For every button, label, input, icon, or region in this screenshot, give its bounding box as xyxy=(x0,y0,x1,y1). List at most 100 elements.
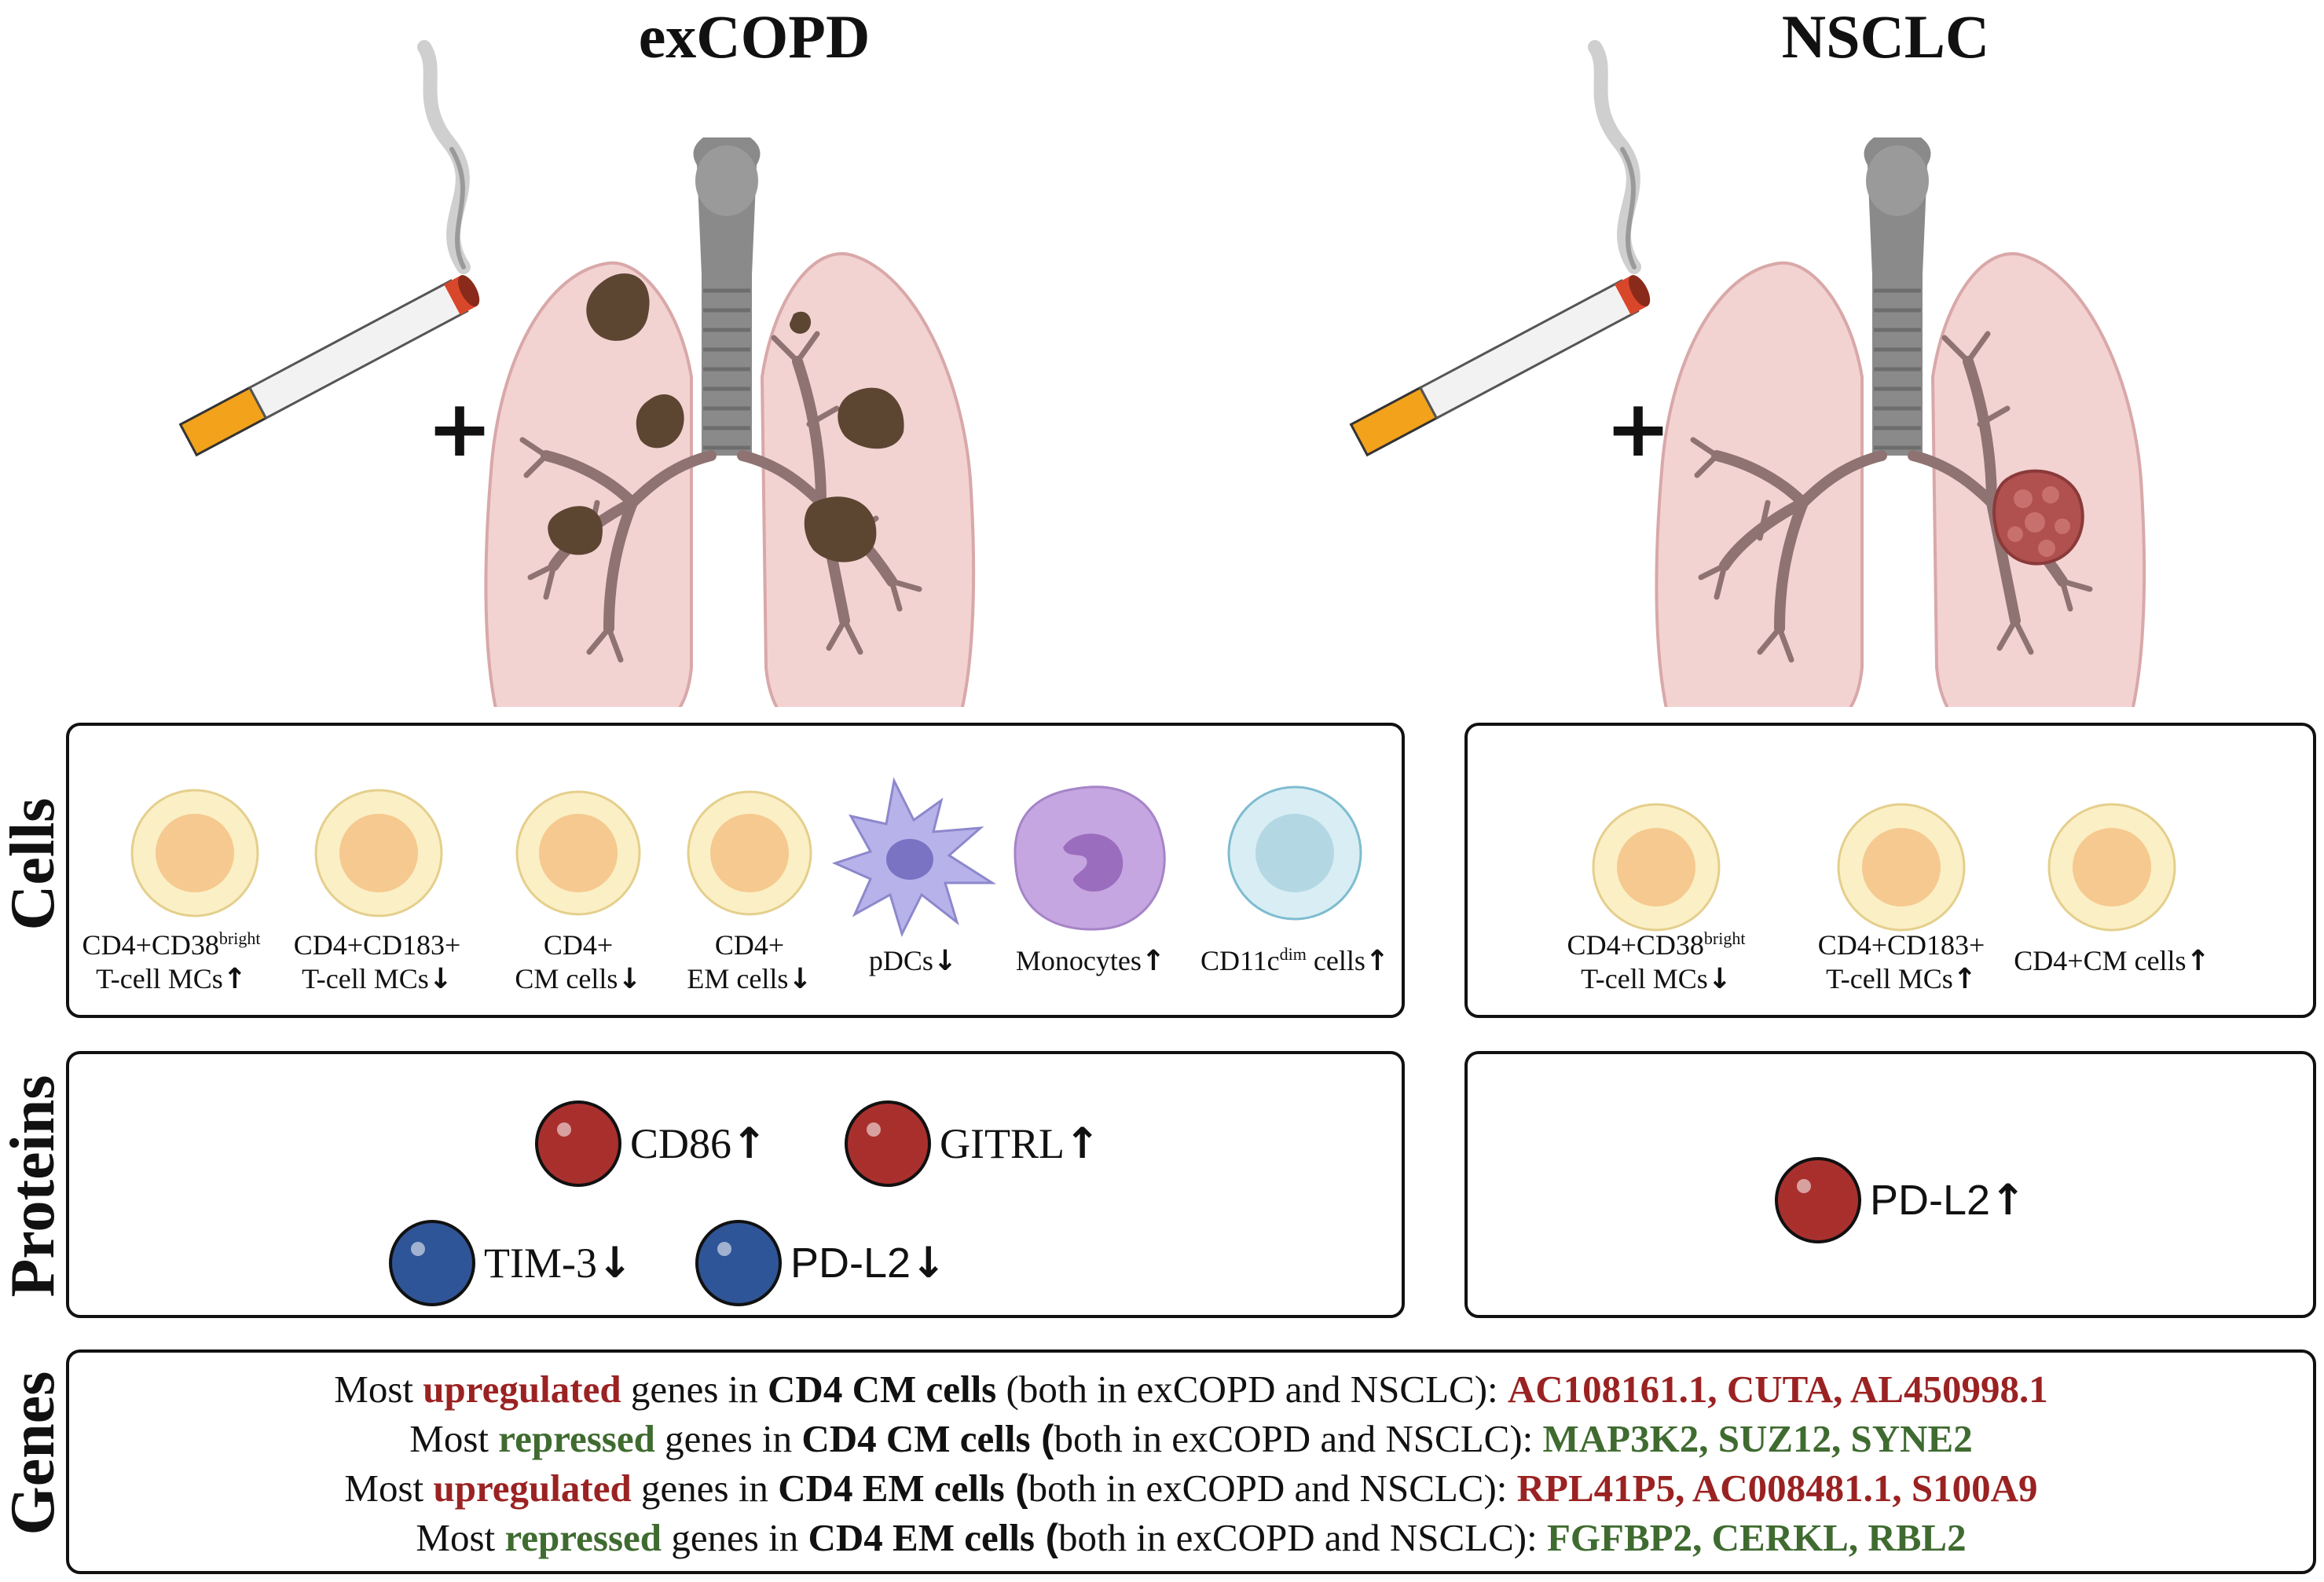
gene-list: FGFBP2, CERKL, RBL2 xyxy=(1546,1516,1967,1559)
cell-label-superscript: dim xyxy=(1279,944,1307,964)
down-arrow-icon: ↓ xyxy=(1707,963,1732,996)
cell-label-line: T-cell MCs↓ xyxy=(294,962,461,996)
gene-text: ( xyxy=(1004,1467,1028,1510)
cell-label-line: CM cells↓ xyxy=(515,962,641,996)
cell-label-text: T-cell MCs xyxy=(302,963,429,995)
cell-label-line: CD4+CD183+ xyxy=(294,928,461,962)
nsclc-cell-icons xyxy=(1592,803,2176,932)
protein-label: TIM-3↓ xyxy=(484,1240,632,1287)
up-arrow-icon: ↑ xyxy=(1952,963,1977,996)
up-arrow-icon: ↑ xyxy=(731,1119,768,1168)
protein-name: CD86 xyxy=(630,1120,732,1167)
gene-list: AC108161.1, CUTA, AL450998.1 xyxy=(1507,1368,2048,1411)
title-nsclc: NSCLC xyxy=(1781,2,1990,71)
cell-label-line: EM cells↓ xyxy=(687,962,812,996)
cell-label-line: CD11cdim cells↑ xyxy=(1200,944,1389,978)
cell-label: CD4+CM cells↑ xyxy=(2014,944,2209,978)
cell-label-line: T-cell MCs↑ xyxy=(82,962,261,996)
excopd-cell-icons xyxy=(130,777,1362,938)
protein-label: GITRL↑ xyxy=(940,1119,1101,1168)
tcell-icon xyxy=(515,790,641,916)
tcell-icon xyxy=(2047,803,2176,932)
cell-label-line: Monocytes↑ xyxy=(1016,944,1165,978)
regulation-keyword: repressed xyxy=(504,1516,662,1559)
down-arrow-icon: ↓ xyxy=(428,963,453,996)
tcell-icon xyxy=(687,790,812,916)
tcell-icon xyxy=(314,789,443,917)
protein-sphere-icon xyxy=(1775,1157,1861,1243)
cell-label-text: CD4+CD183+ xyxy=(293,929,461,961)
gene-text: genes in xyxy=(621,1368,768,1411)
cell-label-superscript: bright xyxy=(1703,928,1746,948)
cell-label-text: CD4+CM cells xyxy=(2014,945,2187,976)
tcell-icon xyxy=(1592,803,1721,932)
up-arrow-icon: ↑ xyxy=(2186,945,2210,977)
gene-line: Most upregulated genes in CD4 CM cells (… xyxy=(69,1370,2313,1408)
gene-text: ( xyxy=(1035,1517,1058,1559)
gene-text: ( xyxy=(996,1368,1019,1411)
nsclc-proteins-box: PD-L2↑ xyxy=(1464,1051,2316,1318)
cell-label-text: T-cell MCs xyxy=(1581,963,1708,995)
down-arrow-icon: ↓ xyxy=(618,963,642,996)
gene-text: genes in xyxy=(662,1516,808,1559)
gene-line: Most upregulated genes in CD4 EM cells (… xyxy=(69,1469,2313,1508)
cell-label-line: CD4+CD183+ xyxy=(1818,928,1985,962)
cell-label: CD4+CM cells↓ xyxy=(515,928,641,996)
cell-label-line: CD4+CM cells↑ xyxy=(2014,944,2209,978)
cell-label-text: CD4+CD38 xyxy=(82,929,219,961)
row-label-proteins: Proteins xyxy=(0,1075,68,1298)
gene-text: both in exCOPD and NSCLC): xyxy=(1054,1417,1543,1460)
protein-name: TIM-3 xyxy=(484,1240,597,1287)
gene-list: MAP3K2, SUZ12, SYNE2 xyxy=(1542,1417,1973,1460)
plus-sign-right: + xyxy=(1605,383,1671,474)
cell-label: Monocytes↑ xyxy=(1016,944,1165,978)
row-label-genes: Genes xyxy=(0,1371,68,1536)
protein-name: PD-L2 xyxy=(790,1240,911,1287)
cell-label-superscript: bright xyxy=(218,928,261,948)
cell-label: pDCs↓ xyxy=(869,944,957,978)
cell-label-line: T-cell MCs↑ xyxy=(1818,962,1985,996)
gene-list: RPL41P5, AC008481.1, S100A9 xyxy=(1516,1467,2038,1510)
cell-type-name: CD4 CM cells xyxy=(801,1417,1031,1460)
gene-line: Most repressed genes in CD4 CM cells (bo… xyxy=(69,1419,2313,1459)
cell-label-text: cells xyxy=(1306,945,1365,976)
illustrations: + + xyxy=(0,0,2324,707)
up-arrow-icon: ↑ xyxy=(1141,945,1166,977)
cell-label-text: CD4+CD183+ xyxy=(1817,929,1985,961)
up-arrow-icon: ↑ xyxy=(1365,945,1390,977)
cell-label-line: CD4+ xyxy=(515,928,641,962)
cell-label-text: CD4+ xyxy=(543,929,614,961)
protein-label: CD86↑ xyxy=(630,1119,768,1168)
cell-label-text: CD4+ xyxy=(714,929,785,961)
cell-label: CD4+EM cells↓ xyxy=(687,928,812,996)
genes-box: Most upregulated genes in CD4 CM cells (… xyxy=(66,1349,2316,1574)
up-arrow-icon: ↑ xyxy=(1064,1119,1101,1168)
plus-sign-left: + xyxy=(427,383,493,474)
cell-label-text: CM cells xyxy=(515,963,618,995)
up-arrow-icon: ↑ xyxy=(222,963,247,996)
excopd-proteins-box: CD86↑GITRL↑TIM-3↓PD-L2↓ xyxy=(66,1051,1405,1318)
cell-label-line: CD4+CD38bright xyxy=(82,928,261,962)
cell-label-text: T-cell MCs xyxy=(96,963,223,995)
protein-sphere-icon xyxy=(695,1220,782,1306)
cell-label-text: Monocytes xyxy=(1015,945,1142,976)
regulation-keyword: repressed xyxy=(498,1417,655,1460)
cell-type-name: CD4 EM cells xyxy=(778,1467,1005,1510)
protein-label: PD-L2↓ xyxy=(790,1240,946,1287)
row-label-cells: Cells xyxy=(0,797,68,931)
cell-label-line: pDCs↓ xyxy=(869,944,957,978)
down-arrow-icon: ↓ xyxy=(911,1238,947,1287)
protein-name: GITRL xyxy=(940,1120,1065,1167)
gene-text: ( xyxy=(1030,1418,1054,1460)
cell-label: CD4+CD183+T-cell MCs↑ xyxy=(1818,928,1985,996)
cell-label-text: EM cells xyxy=(687,963,789,995)
tcell-icon xyxy=(1837,803,1966,932)
protein-label: PD-L2↑ xyxy=(1870,1179,2025,1222)
cell-type-name: CD4 EM cells xyxy=(808,1516,1036,1559)
gene-text: Most xyxy=(344,1467,434,1510)
cell-label-line: T-cell MCs↓ xyxy=(1567,962,1746,996)
regulation-keyword: upregulated xyxy=(433,1467,632,1510)
